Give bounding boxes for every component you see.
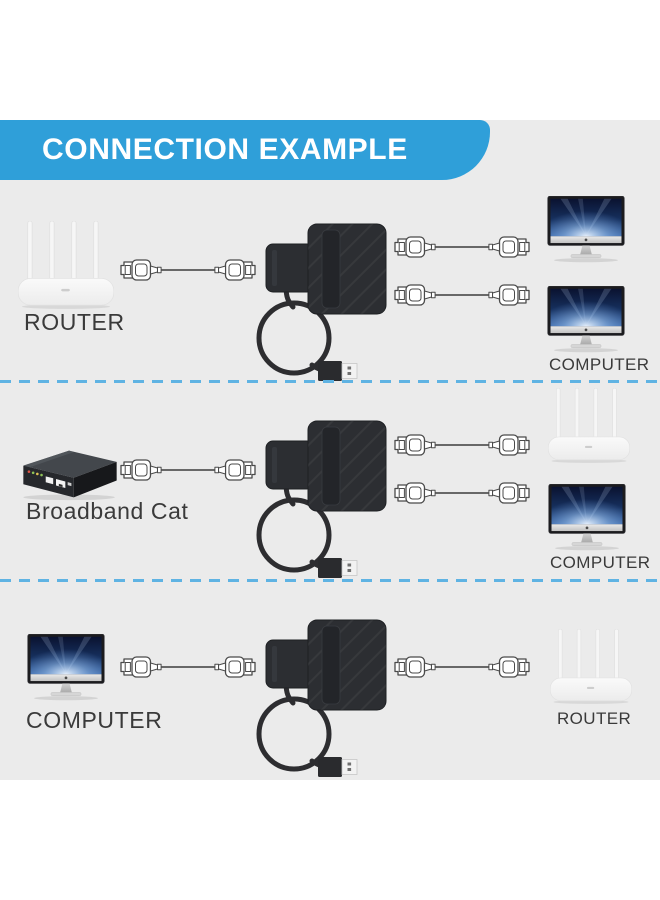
ethernet-cable-icon bbox=[392, 281, 532, 309]
rj45-splitter-usb-adapter-icon bbox=[254, 618, 388, 778]
title-banner: CONNECTION EXAMPLE bbox=[0, 120, 490, 180]
computer-label: COMPUTER bbox=[549, 355, 650, 374]
broadband-cat-label: Broadband Cat bbox=[26, 498, 189, 524]
page-title: CONNECTION EXAMPLE bbox=[42, 133, 408, 166]
router-label: ROUTER bbox=[557, 709, 632, 728]
wifi-router-icon bbox=[548, 388, 630, 463]
router-label: ROUTER bbox=[24, 309, 125, 335]
wifi-router-icon bbox=[550, 629, 632, 704]
imac-computer-icon bbox=[26, 634, 106, 701]
ethernet-cable-icon bbox=[392, 653, 532, 681]
imac-computer-icon bbox=[546, 286, 626, 353]
ethernet-cable-icon bbox=[392, 431, 532, 459]
computer-label: COMPUTER bbox=[26, 707, 163, 733]
ethernet-cable-icon bbox=[118, 456, 258, 484]
wifi-router-icon bbox=[18, 221, 114, 309]
ethernet-cable-icon bbox=[392, 233, 532, 261]
dashed-divider bbox=[0, 579, 660, 582]
ethernet-cable-icon bbox=[392, 479, 532, 507]
imac-computer-icon bbox=[547, 484, 627, 551]
broadband-modem-icon bbox=[20, 446, 120, 502]
imac-computer-icon bbox=[546, 196, 626, 263]
rj45-splitter-usb-adapter-icon bbox=[254, 222, 388, 382]
rj45-splitter-usb-adapter-icon bbox=[254, 419, 388, 579]
dashed-divider bbox=[0, 380, 660, 383]
ethernet-cable-icon bbox=[118, 256, 258, 284]
ethernet-cable-icon bbox=[118, 653, 258, 681]
computer-label: COMPUTER bbox=[550, 553, 651, 572]
